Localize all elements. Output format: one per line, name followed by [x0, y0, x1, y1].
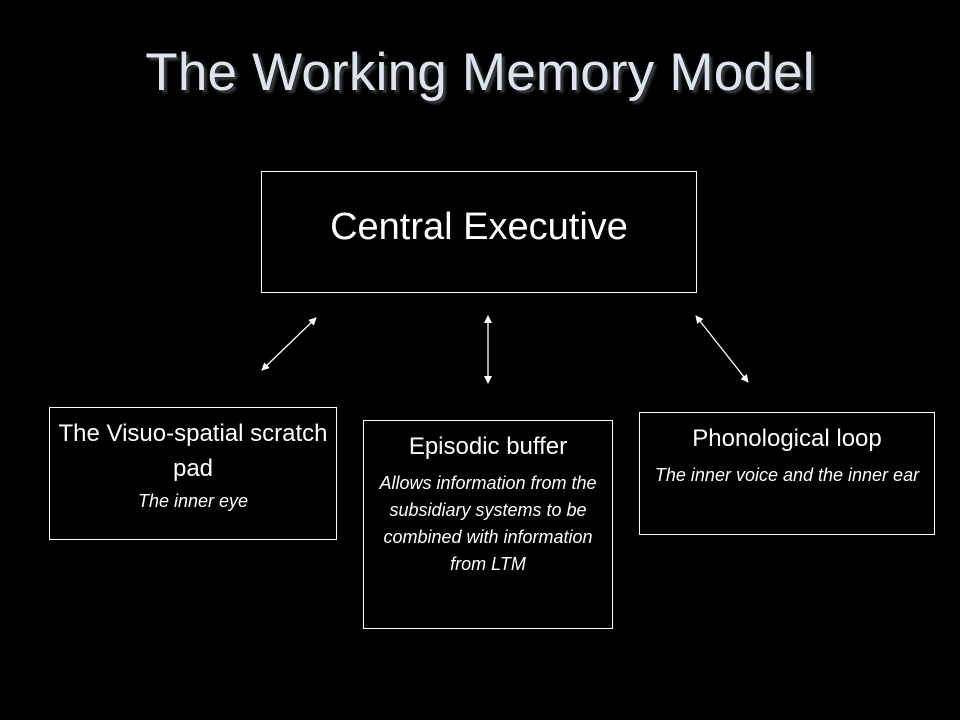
central-executive-box [261, 171, 697, 293]
episodic-buffer-box: Episodic buffer Allows information from … [363, 420, 613, 629]
arrow-phonological-loop [695, 315, 749, 383]
phonological-loop-title: Phonological loop [692, 425, 882, 452]
phonological-loop-description: The inner voice and the inner ear [654, 465, 920, 485]
central-executive-label: Central Executive [330, 206, 628, 248]
episodic-buffer-title: Episodic buffer [408, 433, 568, 460]
episodic-buffer-description: Allows information from the subsidiary s… [379, 473, 597, 574]
visuo-spatial-title: The Visuo-spatial scratch pad [58, 420, 328, 482]
arrow-visuo-spatial [261, 317, 317, 371]
slide-title: The Working Memory Model [145, 43, 815, 102]
visuo-spatial-box: The Visuo-spatial scratch pad The inner … [49, 407, 337, 540]
phonological-loop-box: Phonological loop The inner voice and th… [639, 412, 935, 535]
visuo-spatial-description: The inner eye [137, 491, 249, 511]
